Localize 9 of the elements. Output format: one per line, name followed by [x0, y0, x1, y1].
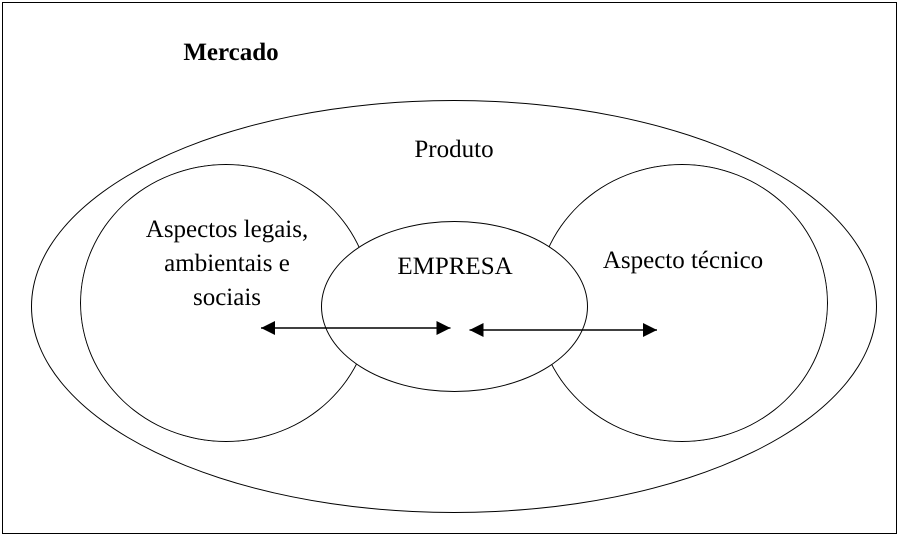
product-ellipse	[31, 100, 877, 513]
double-arrow	[261, 321, 450, 335]
node-title: Mercado	[182, 38, 280, 68]
node-label: EMPRESA	[396, 252, 514, 282]
node-label: Produto	[413, 135, 495, 165]
company-ellipse	[321, 221, 588, 392]
node-label: Aspecto técnico	[602, 246, 764, 276]
node-label: Aspectos legais, ambientais e sociais	[144, 215, 310, 313]
double-arrow	[470, 323, 657, 337]
